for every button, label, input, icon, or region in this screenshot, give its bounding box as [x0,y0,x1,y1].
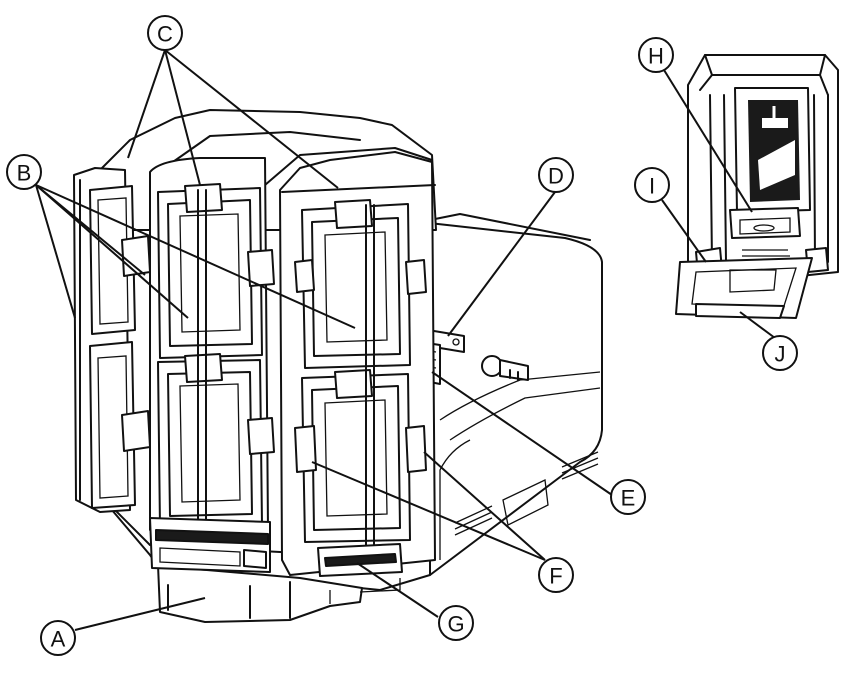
leader-b-1 [35,184,76,319]
callout-e-label: E [621,486,636,511]
leader-g [356,562,439,618]
callout-h-label: H [648,44,664,69]
leader-c-1 [127,49,166,159]
leader-h [663,69,753,213]
callout-i-label: I [649,174,655,199]
hopper-column-front [279,151,436,577]
callout-j: J [762,335,798,371]
callout-c: C [147,15,183,51]
callout-e: E [610,479,646,515]
callout-i: I [634,167,670,203]
leader-d [447,191,556,337]
callout-d: D [538,157,574,193]
leader-a [74,597,206,631]
leader-c-2 [164,49,201,186]
leader-lines [35,49,776,631]
callout-j-label: J [775,342,786,367]
callout-b: B [6,154,42,190]
hopper-column-middle [149,157,275,573]
leader-f-1 [311,461,546,561]
leader-b-4 [35,184,146,276]
leader-j [739,311,776,339]
inset-cartridge-module [675,54,839,319]
callout-a-label: A [51,627,66,652]
callout-b-label: B [17,161,32,186]
callout-a: A [40,620,76,656]
callout-c-label: C [157,22,173,47]
callout-h: H [638,37,674,73]
printer-body [419,213,603,576]
leader-b-3 [35,184,356,329]
leader-c-3 [164,49,339,189]
callout-d-label: D [548,164,564,189]
leader-i [661,199,707,263]
callout-g: G [438,605,474,641]
leader-f-2 [423,451,546,561]
leader-e [431,371,613,496]
callout-f-label: F [549,564,562,589]
callout-g-label: G [447,612,464,637]
callout-f: F [538,557,574,593]
